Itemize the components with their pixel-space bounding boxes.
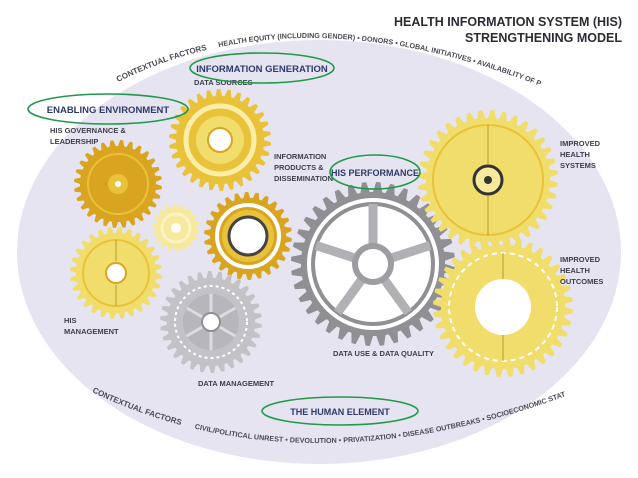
governance-label-line-2: LEADERSHIP [50, 137, 98, 146]
his-performance-gear [291, 182, 455, 346]
enabling-environment-label: ENABLING ENVIRONMENT [47, 105, 170, 116]
his-performance-gear-spoke [388, 241, 432, 263]
data-sources-gear-ring [183, 103, 257, 177]
governance-gear [74, 140, 162, 228]
data-management-gear-ring [174, 285, 248, 359]
information-generation-label: INFORMATION GENERATION [196, 64, 328, 75]
connector-gear [152, 204, 200, 252]
info-products-line-2: PRODUCTS & [274, 163, 324, 172]
enabling-environment-highlight [27, 93, 189, 125]
data-management-gear-spoke [218, 325, 236, 338]
his-performance-highlight [329, 154, 421, 190]
info-products-label: INFORMATION PRODUCTS & DISSEMINATION [274, 152, 333, 183]
improved-systems-label: IMPROVED HEALTH SYSTEMS [560, 139, 602, 170]
human-element-label: THE HUMAN ELEMENT [290, 407, 390, 417]
his-management-gear-hub [105, 262, 127, 284]
data-sources-label: DATA SOURCES [194, 78, 253, 87]
improved-systems-line-1: IMPROVED [560, 139, 601, 148]
data-management-gear-spoke [186, 306, 204, 319]
improved-outcomes-gear-hub [475, 279, 531, 335]
data-management-gear-spoke [218, 306, 236, 319]
his-performance-label: HIS PERFORMANCE [331, 168, 419, 178]
his-management-line-1: HIS [64, 316, 77, 325]
improved-outcomes-line-1: IMPROVED [560, 255, 601, 264]
gears-group [70, 89, 573, 377]
his-management-label: HIS MANAGEMENT [64, 316, 119, 336]
data-management-gear [160, 271, 262, 373]
information-generation-highlight [189, 52, 335, 84]
title-line-2: STRENGTHENING MODEL [465, 31, 622, 45]
his-management-gear [70, 227, 162, 319]
improved-outcomes-line-3: OUTCOMES [560, 277, 603, 286]
improved-systems-gear-axle [484, 176, 492, 184]
governance-label-line-1: HIS GOVERNANCE & [50, 126, 126, 135]
his-performance-gear-spoke [379, 275, 412, 316]
info-products-line-3: DISSEMINATION [274, 174, 333, 183]
title-line-1: HEALTH INFORMATION SYSTEM (HIS) [394, 15, 622, 29]
data-management-gear-hub [201, 312, 221, 332]
data-sources-gear [169, 89, 271, 191]
human-element-highlight [261, 396, 419, 426]
governance-label: HIS GOVERNANCE & LEADERSHIP [50, 126, 128, 146]
improved-systems-line-2: HEALTH [560, 150, 590, 159]
connector-gear-hub [171, 223, 181, 233]
his-performance-gear-ring [307, 198, 439, 330]
improved-outcomes-gear [433, 237, 573, 377]
improved-outcomes-line-2: HEALTH [560, 266, 590, 275]
info-products-gear-hub [227, 215, 269, 257]
his-performance-gear-hub [352, 243, 394, 285]
improved-systems-line-3: SYSTEMS [560, 161, 596, 170]
governance-gear-ring [87, 153, 149, 215]
connector-gear-ring [160, 212, 192, 244]
info-products-gear-ring [215, 203, 281, 269]
data-sources-gear-hub [207, 127, 233, 153]
info-products-gear [204, 192, 292, 280]
improved-systems-gear [418, 110, 558, 250]
his-performance-gear-spoke [334, 275, 367, 316]
data-use-label: DATA USE & DATA QUALITY [333, 349, 434, 358]
data-management-gear-spoke [186, 325, 204, 338]
his-performance-gear-spoke [314, 241, 358, 263]
data-management-label: DATA MANAGEMENT [198, 379, 275, 388]
governance-gear-axle [115, 181, 121, 187]
his-management-line-2: MANAGEMENT [64, 327, 119, 336]
info-products-line-1: INFORMATION [274, 152, 326, 161]
improved-outcomes-label: IMPROVED HEALTH OUTCOMES [560, 255, 603, 286]
